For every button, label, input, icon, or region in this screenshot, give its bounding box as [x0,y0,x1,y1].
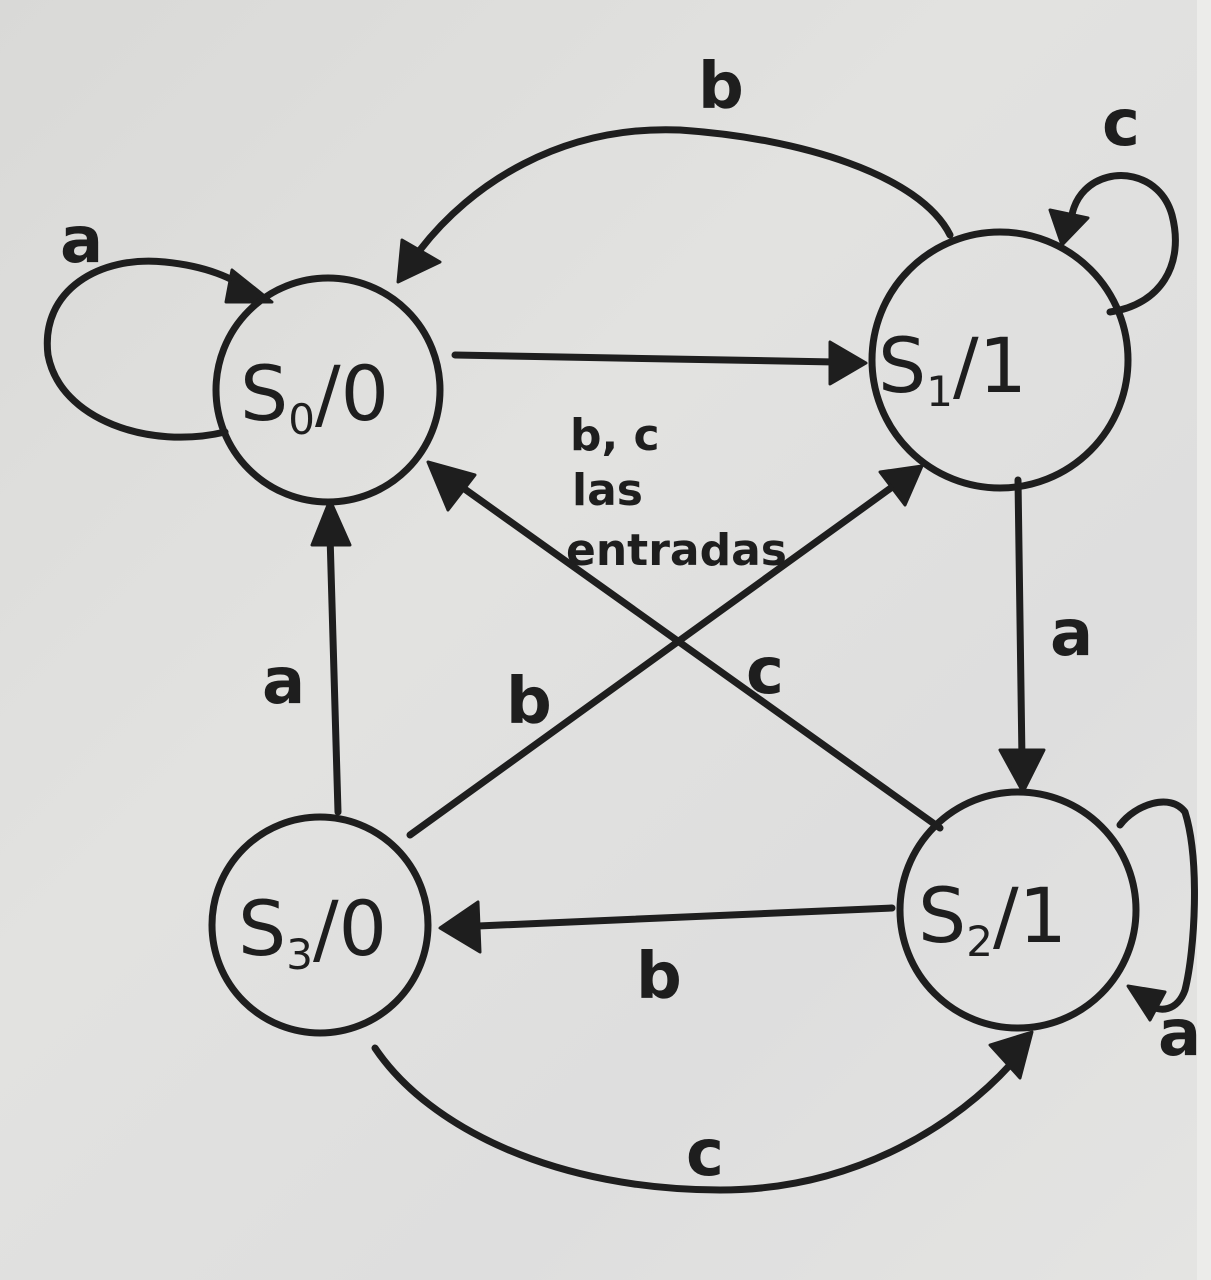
state-s3-label: S3/0 [238,884,387,979]
edge-s3-to-s0 [326,531,342,816]
arrowhead-s1-to-s2 [998,748,1046,794]
edge-note-s0-to-s1: b, c las entradas [566,410,787,576]
arrowhead-s2-to-s3 [438,900,482,954]
edge-label-s3-to-s0: a [262,645,305,719]
state-s2-circle [896,788,1140,1032]
edge-label-s2-self: a [1158,997,1201,1071]
state-s1: S1/1 [868,228,1132,492]
edge-label-s3-to-s2: c [686,1117,724,1191]
state-s0-label: S0/0 [240,349,389,444]
edge-label-s2-to-s3: b [636,940,682,1014]
edge-label-s2-to-s0: c [746,635,784,709]
edge-s2-to-s3 [474,904,896,930]
state-s3-circle [208,813,432,1037]
edge-s0-to-s1 [451,351,839,366]
arrowhead-s0-to-s1 [828,340,868,386]
edge-label-s3-to-s1: b [506,665,552,739]
edge-s0-self-loop [43,257,254,441]
state-s0: S0/0 [212,274,444,506]
edge-label-s1-self: c [1102,87,1140,161]
edge-s3-to-s1 [406,481,899,839]
arrowhead-s0-self-loop [224,268,274,304]
state-s2-label: S2/1 [918,871,1067,966]
edge-label-s1-to-s0: b [698,50,744,124]
arrowhead-s2-self-loop [1126,984,1167,1022]
paper-edge [1197,0,1211,1280]
note-line-3: entradas [566,525,787,576]
edge-label-s0-self: a [60,204,103,278]
arrowhead-s3-to-s1 [878,464,924,507]
edge-s2-self-loop [1116,798,1198,1013]
note-line-2: las [572,465,643,516]
arrowhead-s2-to-s0 [426,460,477,512]
state-s3: S3/0 [208,813,432,1037]
state-s1-circle [868,228,1132,492]
edge-s1-to-s2 [1014,476,1026,764]
arrowhead-s1-self-loop [1048,208,1090,247]
edge-s1-to-s0 [416,126,954,254]
edge-s1-self-loop [1068,172,1179,316]
note-line-1: b, c [570,410,660,461]
edge-s2-to-s0 [448,476,944,832]
arrowhead-s3-to-s0 [310,498,352,547]
arrowhead-s3-to-s2 [988,1030,1034,1080]
state-s2: S2/1 [896,788,1140,1032]
edge-label-s1-to-s2: a [1050,597,1093,671]
arrowhead-s1-to-s0 [396,238,442,284]
edge-s3-to-s2 [371,1044,1014,1194]
state-s0-circle [212,274,444,506]
state-s1-label: S1/1 [878,321,1027,416]
